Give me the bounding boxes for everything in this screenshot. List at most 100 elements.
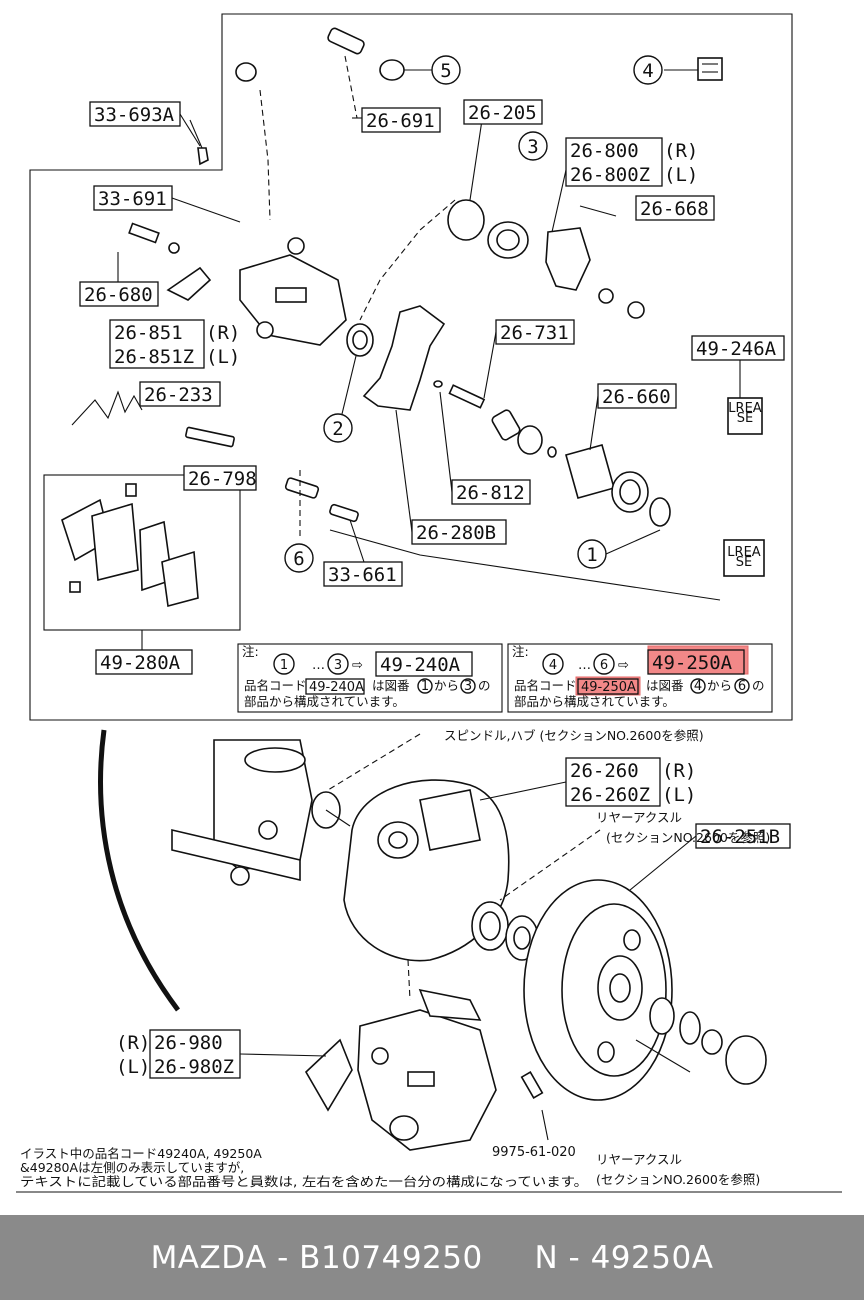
svg-text:の: の (752, 678, 765, 693)
label-26-680: 26-680 (79, 252, 159, 307)
callout-2: 2 (323, 355, 357, 443)
washer-3 (679, 1011, 701, 1045)
cap (725, 1035, 767, 1085)
svg-text:…: … (312, 658, 325, 673)
ref-rear-axle-2: リヤーアクスル (596, 1152, 682, 1167)
svg-text:49-280A: 49-280A (100, 652, 181, 674)
svg-text:26-851: 26-851 (114, 322, 183, 344)
label-9975-61-020: 9975-61-020 (492, 1145, 576, 1160)
label-49-280A: 49-280A (95, 649, 193, 675)
svg-text:⇨: ⇨ (352, 658, 363, 673)
pad-text-1: LREA (728, 401, 761, 416)
svg-text:4: 4 (642, 60, 653, 82)
boot-33-661 (329, 503, 359, 523)
svg-text:は図番: は図番 (372, 678, 410, 693)
svg-text:から: から (707, 678, 732, 693)
bracket-26-800 (545, 227, 591, 291)
seal-2 (346, 323, 374, 357)
note-left: 注: 1 … 3 ⇨ 49-240A 品名コード 49-240A は図番 1 か… (237, 643, 503, 713)
backing-plate-26-260 (343, 779, 510, 962)
svg-text:6: 6 (738, 679, 746, 694)
svg-text:26-731: 26-731 (500, 322, 569, 344)
label-26-233: 26-233 (139, 381, 221, 407)
svg-text:品名コード: 品名コード (244, 678, 307, 693)
caliper-26-980 (304, 988, 497, 1151)
svg-text:品名コード: 品名コード (514, 678, 577, 693)
svg-text:(L): (L) (664, 164, 698, 186)
piston-26-660 (565, 444, 671, 527)
lock-plate (491, 409, 521, 441)
ref-rear-axle-3: (セクションNO.2600を参照) (596, 1172, 760, 1187)
nut (701, 1029, 723, 1055)
svg-text:33-691: 33-691 (98, 188, 167, 210)
label-33-661: 33-661 (323, 519, 403, 587)
highlight-code (647, 645, 749, 675)
label-26-251B: 26-251B (629, 823, 791, 891)
bearing-2 (649, 997, 675, 1035)
slide-pin-top (327, 27, 365, 119)
svg-text:26-233: 26-233 (144, 384, 213, 406)
svg-text:SE: SE (737, 411, 753, 426)
svg-text:49-240A: 49-240A (309, 680, 364, 695)
svg-text:26-660: 26-660 (602, 386, 671, 408)
pin-26-731 (448, 384, 486, 409)
svg-text:26-205: 26-205 (468, 102, 537, 124)
svg-text:6: 6 (293, 548, 304, 570)
washer (598, 288, 614, 304)
svg-text:49-246A: 49-246A (696, 338, 777, 360)
callout-3: 3 (518, 131, 548, 161)
spring-26-233 (71, 390, 143, 426)
caliper-body (239, 237, 347, 346)
svg-text:1: 1 (586, 544, 597, 566)
svg-text:部品から構成されています。: 部品から構成されています。 (244, 694, 405, 709)
svg-text:26-800Z: 26-800Z (570, 164, 650, 186)
brake-pads (61, 483, 199, 608)
svg-text:26-798: 26-798 (188, 468, 257, 490)
svg-text:3: 3 (334, 658, 342, 673)
label-26-798: 26-798 (183, 465, 257, 491)
svg-text:26-800: 26-800 (570, 140, 639, 162)
label-26-260: 26-260 (R) 26-260Z (L) (479, 757, 696, 807)
clip (166, 266, 212, 301)
svg-text:(L): (L) (206, 346, 240, 368)
label-49-246A: 49-246A (691, 335, 785, 398)
shim-lower: LREA SE (723, 539, 765, 577)
ring (517, 425, 543, 455)
svg-text:33-661: 33-661 (328, 564, 397, 586)
callout-4: 4 (633, 55, 663, 85)
seal-3 (447, 119, 529, 259)
svg-text:から: から (434, 678, 459, 693)
svg-text:26-980: 26-980 (154, 1032, 223, 1054)
label-26-731: 26-731 (483, 319, 575, 399)
pin-small (433, 380, 443, 388)
label-26-280B: 26-280B (395, 409, 507, 545)
label-33-691: 33-691 (93, 185, 241, 223)
svg-text:3: 3 (527, 136, 538, 158)
label-26-668: 26-668 (635, 195, 715, 221)
svg-text:の: の (478, 678, 491, 693)
small-ring (547, 446, 557, 458)
bracket-26-280B (362, 305, 446, 411)
svg-text:注:: 注: (512, 644, 529, 659)
svg-text:33-693A: 33-693A (94, 104, 175, 126)
label-26-980: (R) 26-980 (L) 26-980Z (116, 1029, 327, 1079)
svg-text:6: 6 (600, 658, 608, 673)
slide-pin-6 (284, 477, 320, 499)
label-26-205: 26-205 (463, 99, 543, 125)
note-right: 注: 4 … 6 ⇨ 49-250A 品名コード 49-250A は図番 4 か… (507, 643, 773, 713)
label-26-691: 26-691 (352, 107, 441, 133)
svg-text:2: 2 (332, 418, 343, 440)
svg-text:(R): (R) (662, 760, 696, 782)
shim-49-246A: LREA SE (727, 397, 763, 435)
svg-text:49-250A: 49-250A (581, 680, 636, 695)
svg-text:注:: 注: (242, 644, 259, 659)
brake-drum-26-251B (523, 879, 673, 1101)
label-26-851: 26-851 (R) 26-851Z (L) (109, 319, 240, 369)
parts-diagram: LREA SE LREA SE 33-693A 26-691 26-2 (16, 13, 842, 1193)
svg-text:26-851Z: 26-851Z (114, 346, 194, 368)
svg-text:26-260: 26-260 (570, 760, 639, 782)
callout-6: 6 (284, 543, 314, 573)
svg-text:LREA: LREA (727, 545, 760, 560)
bolt-9975 (520, 1071, 544, 1099)
label-26-800: 26-800 (R) 26-800Z (L) (551, 137, 698, 233)
